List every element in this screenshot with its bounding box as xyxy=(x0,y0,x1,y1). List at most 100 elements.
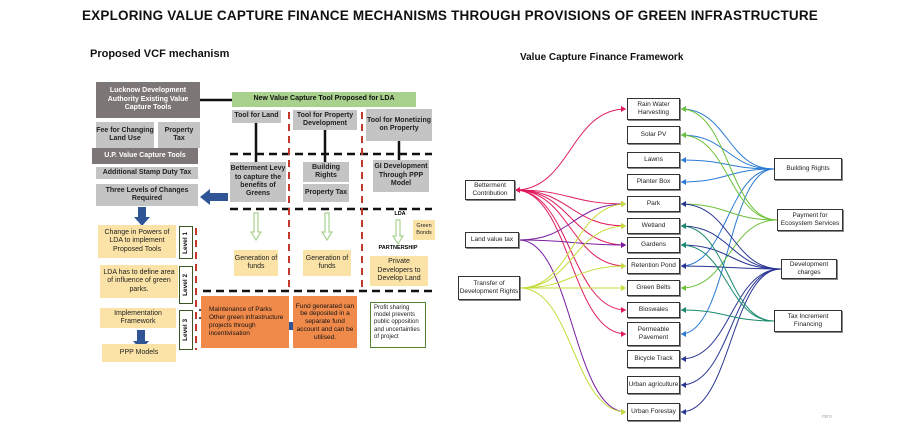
generation-funds-box: Generation of funds xyxy=(234,250,278,276)
tool-for-land-box: Tool for Land xyxy=(232,110,281,123)
level2-label: Level 2 xyxy=(179,266,193,304)
mechanism-link xyxy=(680,309,775,322)
tool-monetizing-box: Tool for Monetizing on Property xyxy=(366,109,432,141)
mechanism-link xyxy=(680,159,775,170)
mechanism-link xyxy=(680,168,775,267)
comp-node: Rain Water Harvesting xyxy=(627,98,680,120)
comp-node: Urban Forestay xyxy=(627,403,680,421)
lda-label: LDA xyxy=(394,210,406,217)
mech-node: Payment for Ecosystem Services xyxy=(777,209,843,231)
generation-funds-box: Generation of funds xyxy=(303,250,351,276)
betterment-levy-box: Betterment Levy to capture the benefits … xyxy=(230,162,286,202)
mechanism-link xyxy=(680,265,782,270)
mechanism-link xyxy=(680,108,778,221)
gi-development-box: GI Development Through PPP Model xyxy=(373,160,429,192)
new-tool-banner: New Value Capture Tool Proposed for LDA xyxy=(232,92,416,107)
arrow-left-icon xyxy=(515,187,520,193)
source-link xyxy=(514,189,627,335)
private-developers-box: Private Developers to Develop Land xyxy=(370,256,428,286)
source-link xyxy=(518,203,627,241)
src-node: Betterment Contribution xyxy=(465,180,515,200)
level1-label: Level 1 xyxy=(179,226,193,259)
profit-sharing-note: Profit sharing model prevents public opp… xyxy=(370,302,426,348)
mechanism-link xyxy=(680,108,775,170)
arrow-right-icon xyxy=(621,242,626,248)
miro-watermark: miro xyxy=(822,414,832,420)
comp-node: Park xyxy=(627,196,680,212)
mechanism-link xyxy=(680,268,782,386)
arrow-left-icon xyxy=(200,189,228,205)
src-node: Transfer of Development Rights xyxy=(458,276,520,300)
comp-node: Lawns xyxy=(627,152,680,168)
arrow-left-icon xyxy=(681,242,686,248)
page-title: EXPLORING VALUE CAPTURE FINANCE MECHANIS… xyxy=(81,8,819,23)
arrow-left-icon xyxy=(681,382,686,388)
mech-node: Development charges xyxy=(781,259,837,279)
maintenance-box: Maintenance of Parks Other green infrast… xyxy=(201,296,289,348)
source-link xyxy=(514,189,627,227)
arrow-down-icon xyxy=(249,212,405,246)
comp-node: Gardens xyxy=(627,237,680,253)
arrow-left-icon xyxy=(681,285,686,291)
vcf-mechanism-heading: Proposed VCF mechanism xyxy=(90,48,230,60)
arrow-right-icon xyxy=(621,223,626,229)
comp-node: Green Belts xyxy=(627,280,680,296)
stamp-duty-box: Additional Stamp Duty Tax xyxy=(96,167,198,179)
arrow-left-icon xyxy=(681,331,686,337)
arrow-left-icon xyxy=(681,157,686,163)
mechanism-link xyxy=(680,225,782,270)
arrow-right-icon xyxy=(621,285,626,291)
fund-generated-box: Fund generated can be deposited in a sep… xyxy=(293,296,357,348)
arrow-left-icon xyxy=(681,263,686,269)
mechanism-link xyxy=(680,134,775,170)
vcf-framework-heading: Value Capture Finance Framework xyxy=(520,52,684,63)
source-link xyxy=(518,239,627,246)
green-bonds-box: Green Bonds xyxy=(413,220,435,240)
maintenance-item: Other green infrastructure projects thro… xyxy=(209,314,289,337)
mechanism-link xyxy=(680,203,778,221)
source-link xyxy=(518,239,627,413)
comp-node: Solar PV xyxy=(627,126,680,144)
arrow-right-icon xyxy=(621,307,626,313)
building-rights-box: Building Rights xyxy=(303,162,349,182)
mech-node: Building Rights xyxy=(774,158,842,180)
mechanism-link xyxy=(680,225,775,322)
comp-node: Planter Box xyxy=(627,174,680,190)
mechanism-link xyxy=(680,244,782,270)
tool-property-dev-box: Tool for Property Development xyxy=(293,110,357,130)
mech-node: Tax Increment Financing xyxy=(774,310,842,332)
arrow-down-icon xyxy=(134,207,150,226)
source-link xyxy=(519,287,627,413)
arrow-right-icon xyxy=(621,201,626,207)
arrow-left-icon xyxy=(681,106,686,112)
src-node: Land value tax xyxy=(465,232,519,248)
mechanism-link xyxy=(680,134,778,221)
fee-land-use-box: Fee for Changing Land Use xyxy=(96,122,154,148)
arrow-right-icon xyxy=(621,263,626,269)
source-link xyxy=(519,225,627,289)
ppp-models-box: PPP Models xyxy=(102,344,176,362)
comp-node: Urban agriculture xyxy=(627,376,680,394)
lda-existing-tools-box: Lucknow Development Authority Existing V… xyxy=(96,82,200,118)
comp-node: Retention Pond xyxy=(627,258,680,274)
arrow-left-icon xyxy=(681,223,686,229)
maintenance-item: Maintenance of Parks xyxy=(209,306,289,314)
mechanism-link xyxy=(680,268,782,360)
arrow-left-icon xyxy=(681,307,686,313)
mechanism-link xyxy=(680,168,775,335)
comp-node: Wetland xyxy=(627,218,680,234)
level3-label: Level 3 xyxy=(179,310,193,350)
mechanism-link xyxy=(680,244,775,322)
three-levels-box: Three Levels of Changes Required xyxy=(96,184,198,206)
level1-box: Change in Powers of LDA to implement Pro… xyxy=(98,225,176,258)
mechanism-link xyxy=(680,203,782,270)
property-tax-existing-box: Property Tax xyxy=(158,122,200,148)
source-link xyxy=(514,189,627,205)
comp-node: Bicycle Track xyxy=(627,350,680,368)
arrow-left-icon xyxy=(681,356,686,362)
arrow-left-icon xyxy=(681,179,686,185)
comp-node: Bioswales xyxy=(627,302,680,318)
mechanism-link xyxy=(680,219,778,289)
source-link xyxy=(519,203,627,289)
